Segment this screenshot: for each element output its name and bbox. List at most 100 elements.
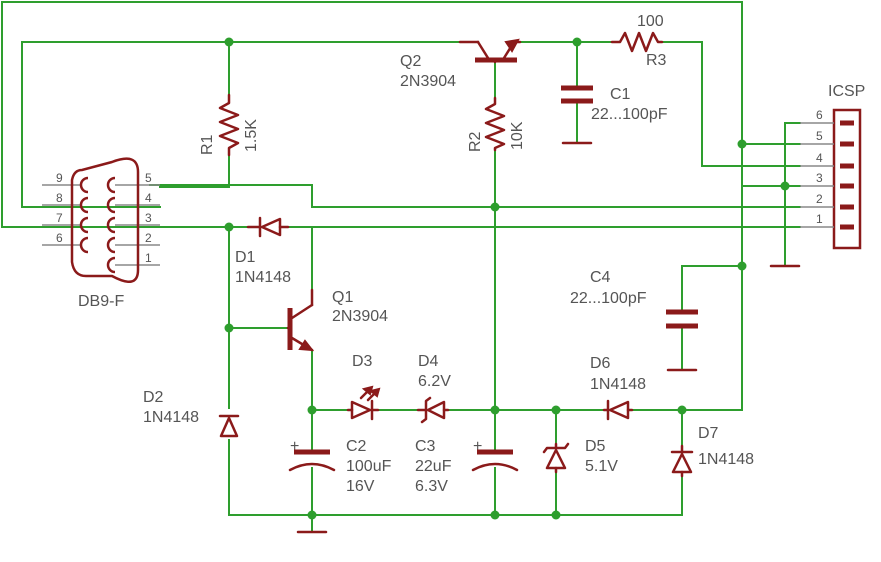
wire-top-inner bbox=[21, 41, 461, 208]
junction-dot bbox=[572, 37, 582, 47]
c2-rating: 16V bbox=[346, 478, 375, 495]
db9-socket bbox=[79, 216, 89, 234]
junction-dot bbox=[224, 222, 234, 232]
wire-db9-5 bbox=[149, 184, 801, 208]
junction-dot bbox=[551, 510, 561, 520]
junction-dot bbox=[490, 202, 500, 212]
d7-name: D7 bbox=[698, 425, 719, 442]
icsp-pin-number: 3 bbox=[816, 171, 823, 185]
db9-socket bbox=[106, 216, 116, 234]
diode-icon bbox=[608, 400, 630, 420]
d1-name: D1 bbox=[235, 249, 256, 266]
d3-name: D3 bbox=[352, 353, 373, 370]
wire-r1-bottom bbox=[159, 154, 230, 188]
transistor-q1: Q1 2N3904 bbox=[286, 288, 388, 352]
d1-value: 1N4148 bbox=[235, 269, 291, 286]
diode-d7: D7 1N4148 bbox=[670, 425, 754, 478]
d2-value: 1N4148 bbox=[143, 409, 199, 426]
c2-name: C2 bbox=[346, 438, 367, 455]
d7-value: 1N4148 bbox=[698, 451, 754, 468]
db9-socket bbox=[79, 176, 89, 194]
db9-socket bbox=[106, 196, 116, 214]
db9-socket bbox=[106, 236, 116, 254]
zener-icon bbox=[426, 400, 446, 420]
junction-dot bbox=[490, 405, 500, 415]
diode-d2: D2 1N4148 bbox=[143, 389, 240, 438]
resistor-r3: 100 R3 bbox=[610, 13, 667, 69]
diode-icon bbox=[219, 416, 239, 438]
led-icon bbox=[350, 400, 372, 420]
r1-name: R1 bbox=[199, 134, 216, 155]
q2-value: 2N3904 bbox=[400, 73, 456, 90]
d6-name: D6 bbox=[590, 355, 611, 372]
resistor-r1: R1 1.5K bbox=[199, 93, 260, 157]
db9-pin-number: 6 bbox=[56, 231, 63, 245]
r1-value: 1.5K bbox=[243, 119, 260, 152]
ground-symbols bbox=[296, 141, 801, 534]
diode-d1: D1 1N4148 bbox=[235, 216, 291, 286]
db9-pin-number: 8 bbox=[56, 191, 63, 205]
icsp-header: 6 5 4 3 2 1 ICSP bbox=[800, 83, 865, 250]
icsp-pin-number: 4 bbox=[816, 151, 823, 165]
junction-dot bbox=[307, 405, 317, 415]
db9-socket bbox=[79, 196, 89, 214]
c4-name: C4 bbox=[590, 269, 611, 286]
q2-collector-lead bbox=[476, 40, 490, 60]
junction-dot bbox=[780, 181, 790, 191]
icsp-pin-number: 6 bbox=[816, 108, 823, 122]
wire-icsp6 bbox=[784, 122, 801, 267]
q2-name: Q2 bbox=[400, 53, 421, 70]
transistor-q2: Q2 2N3904 bbox=[400, 38, 522, 90]
db9-pin-number: 3 bbox=[145, 211, 152, 225]
d4-value: 6.2V bbox=[418, 373, 451, 390]
wires bbox=[1, 1, 801, 533]
q2-arrow-icon bbox=[504, 38, 520, 53]
db9-pin-number: 1 bbox=[145, 251, 152, 265]
junction-dot bbox=[551, 405, 561, 415]
c3-plus: + bbox=[473, 438, 482, 455]
db9-pin-number: 2 bbox=[145, 231, 152, 245]
d5-name: D5 bbox=[585, 438, 606, 455]
q1-collector-lead bbox=[290, 303, 314, 320]
db9-socket bbox=[79, 236, 89, 254]
wire-r3-icsp4 bbox=[661, 41, 801, 167]
db9-pin-number: 9 bbox=[56, 171, 63, 185]
d2-name: D2 bbox=[143, 389, 164, 406]
zener-icon bbox=[545, 448, 567, 470]
q1-name: Q1 bbox=[332, 289, 353, 306]
diode-icon bbox=[671, 452, 693, 474]
capacitor-c3: + C3 22uF 6.3V bbox=[415, 438, 519, 495]
capacitor-c4: C4 22...100pF bbox=[570, 269, 698, 329]
c1-value: 22...100pF bbox=[591, 106, 668, 123]
c3-rating: 6.3V bbox=[415, 478, 448, 495]
db9-pin-number: 4 bbox=[145, 191, 152, 205]
wire-c4-top bbox=[681, 265, 743, 313]
resistor-r2: R2 10K bbox=[467, 96, 526, 152]
capacitor-icon bbox=[288, 462, 336, 472]
resistor-icon bbox=[610, 31, 664, 53]
junction-dot bbox=[307, 510, 317, 520]
led-ray-icon bbox=[368, 387, 381, 398]
q1-arrow-icon bbox=[298, 339, 315, 352]
icsp-pin-number: 1 bbox=[816, 212, 823, 226]
diode-d6: D6 1N4148 bbox=[590, 355, 646, 421]
db9-pin-number: 7 bbox=[56, 211, 63, 225]
db9-socket bbox=[106, 176, 116, 194]
capacitor-c2: + C2 100uF 16V bbox=[288, 438, 392, 495]
diode-d3-led: D3 bbox=[346, 353, 381, 421]
d5-value: 5.1V bbox=[585, 458, 618, 475]
diode-d5-zener: D5 5.1V bbox=[542, 438, 618, 475]
d6-value: 1N4148 bbox=[590, 376, 646, 393]
c2-plus: + bbox=[290, 438, 299, 455]
r2-name: R2 bbox=[467, 131, 484, 152]
db9-pin-number: 5 bbox=[145, 171, 152, 185]
db9-connector: 9 8 7 6 5 4 3 2 1 DB9-F bbox=[42, 157, 160, 310]
diode-d4-zener: D4 6.2V bbox=[416, 353, 451, 424]
junction-dot bbox=[677, 405, 687, 415]
db9-shell bbox=[70, 157, 140, 283]
c4-value: 22...100pF bbox=[570, 290, 647, 307]
db9-socket bbox=[106, 256, 116, 274]
junction-dot bbox=[737, 261, 747, 271]
wire-top-outer bbox=[1, 1, 743, 228]
